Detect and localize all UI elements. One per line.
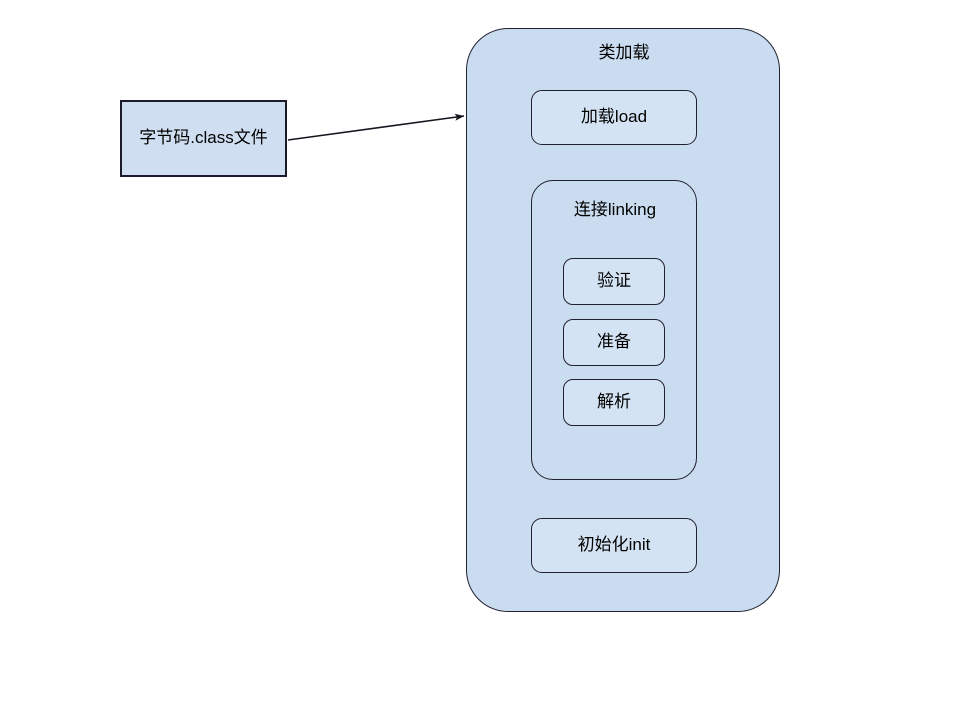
stage-load-box[interactable]: 加载load xyxy=(531,90,697,145)
step-prepare-box[interactable]: 准备 xyxy=(563,319,665,366)
edge-source-to-classloading xyxy=(287,113,465,141)
stage-load-label: 加载load xyxy=(580,107,648,127)
step-resolve-box[interactable]: 解析 xyxy=(563,379,665,426)
stage-init-box[interactable]: 初始化init xyxy=(531,518,697,573)
step-verify-box[interactable]: 验证 xyxy=(563,258,665,305)
source-bytecode-box[interactable]: 字节码.class文件 xyxy=(120,100,287,177)
step-verify-label: 验证 xyxy=(597,271,631,291)
stage-init-label: 初始化init xyxy=(577,535,651,555)
source-bytecode-label: 字节码.class文件 xyxy=(139,128,268,148)
step-resolve-label: 解析 xyxy=(597,392,631,412)
step-prepare-label: 准备 xyxy=(597,332,631,352)
linking-title: 连接linking xyxy=(573,199,657,219)
classloading-title: 类加载 xyxy=(598,42,650,62)
